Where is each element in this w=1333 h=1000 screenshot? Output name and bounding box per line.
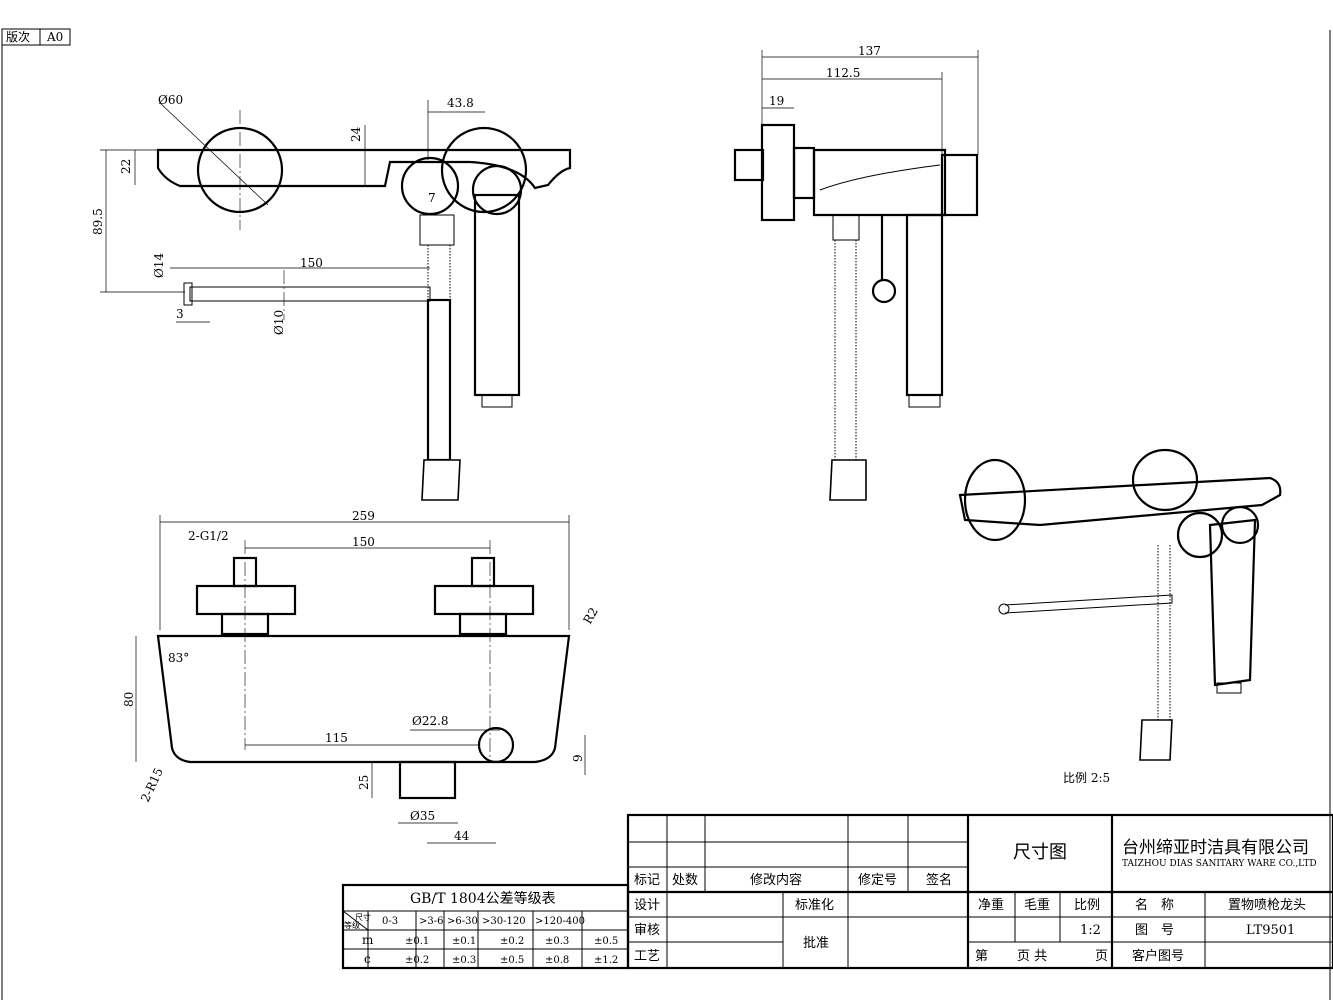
dim-d24: 24 [349, 126, 363, 142]
col-0: 0-3 [382, 916, 398, 927]
dim-d7: 7 [428, 191, 436, 205]
dim-d150-top: 150 [300, 256, 323, 270]
company-en: TAIZHOU DIAS SANITARY WARE CO.,LTD [1122, 859, 1317, 869]
dim-d19: 19 [769, 94, 784, 108]
dim-d10: Ø10 [272, 310, 286, 335]
grade-m: m [362, 933, 374, 947]
drawing-no-label: 图 号 [1135, 923, 1174, 938]
revision-box: 版次 A0 [1, 28, 71, 46]
dim-d44: 44 [454, 829, 470, 843]
dim-d25: 25 [357, 775, 371, 790]
tolerance-table: GB/T 1804公差等级表 尺寸 等级 0-3 >3-6 >6-30 >30-… [341, 883, 630, 970]
m-0: ±0.1 [405, 936, 429, 947]
dim-g12: 2-G1/2 [188, 529, 229, 543]
dim-d43-8: 43.8 [447, 96, 474, 110]
scale-value: 1:2 [1080, 923, 1101, 938]
name-label: 名 称 [1135, 897, 1174, 913]
revision-label: 版次 [6, 30, 30, 44]
dim-d9: 9 [571, 754, 585, 762]
dim-d80: 80 [122, 692, 136, 707]
company-cn: 台州缔亚时洁具有限公司 [1122, 838, 1309, 858]
dim-d22-8: Ø22.8 [412, 714, 449, 728]
review-label: 审核 [634, 923, 660, 938]
dim-d137: 137 [858, 44, 881, 58]
revision-value: A0 [46, 30, 63, 44]
dim-d115: 115 [325, 731, 348, 745]
scale-label: 比例 [1074, 898, 1100, 913]
hdr-count: 处数 [672, 873, 698, 888]
name-value: 置物喷枪龙头 [1228, 897, 1306, 913]
dim-d112-5: 112.5 [826, 66, 860, 80]
front-view: 259 2-G1/2 150 R2 83° 80 Ø22.8 115 9 2-R… [122, 509, 601, 844]
corner-top: 尺寸 [355, 912, 371, 922]
page-text-3: 页 [1095, 949, 1108, 964]
approve-label: 批准 [803, 936, 829, 951]
side-view: 137 112.5 19 [733, 44, 979, 501]
dim-d259: 259 [352, 509, 375, 523]
hdr-mark: 标记 [634, 873, 660, 888]
process-label: 工艺 [634, 949, 660, 964]
col-4: >120-400 [535, 916, 585, 927]
drawing-type: 尺寸图 [1013, 842, 1067, 863]
c-3: ±0.8 [545, 955, 569, 966]
net-weight-label: 净重 [978, 897, 1004, 913]
c-0: ±0.2 [405, 955, 429, 966]
col-3: >30-120 [482, 916, 526, 927]
c-1: ±0.3 [452, 955, 476, 966]
dim-d89-5: 89.5 [91, 208, 105, 235]
dim-d150-front: 150 [352, 535, 375, 549]
customer-no-label: 客户图号 [1132, 948, 1184, 964]
page-text-1: 第 [975, 949, 988, 964]
page-text-2: 页 共 [1017, 949, 1047, 964]
col-2: >6-30 [447, 916, 478, 927]
dim-d14: Ø14 [152, 253, 166, 278]
gross-weight-label: 毛重 [1024, 897, 1050, 913]
iso-scale-label: 比例 2:5 [1063, 771, 1110, 785]
dim-r15: 2-R15 [138, 766, 166, 805]
title-block: 标记 处数 修改内容 修定号 签名 设计 标准化 审核 批准 工艺 尺寸图 台州… [626, 813, 1333, 970]
hdr-rev-no: 修定号 [858, 873, 897, 888]
hdr-content: 修改内容 [750, 872, 802, 888]
dim-d35: Ø35 [410, 809, 435, 823]
col-1: >3-6 [419, 916, 443, 927]
c-2: ±0.5 [500, 955, 524, 966]
isometric-view: 比例 2:5 [958, 448, 1282, 785]
corner-bottom: 等级 [344, 920, 360, 930]
grade-c: c [364, 952, 371, 966]
dim-d3: 3 [176, 307, 184, 321]
m-4: ±0.5 [594, 936, 618, 947]
standardization-label: 标准化 [795, 898, 834, 913]
dim-d22: 22 [119, 159, 133, 174]
design-label: 设计 [634, 898, 660, 913]
dim-d60: Ø60 [158, 93, 183, 107]
m-1: ±0.1 [452, 936, 476, 947]
drawing-no-value: LT9501 [1246, 923, 1295, 938]
dim-a83: 83° [168, 651, 189, 665]
m-2: ±0.2 [500, 936, 524, 947]
hdr-sign: 签名 [926, 872, 952, 888]
top-view: Ø60 43.8 24 22 89.5 7 150 Ø14 3 Ø10 [91, 93, 572, 501]
dim-r2: R2 [580, 605, 600, 626]
c-4: ±1.2 [594, 955, 618, 966]
m-3: ±0.3 [545, 936, 569, 947]
tolerance-title: GB/T 1804公差等级表 [410, 890, 556, 907]
